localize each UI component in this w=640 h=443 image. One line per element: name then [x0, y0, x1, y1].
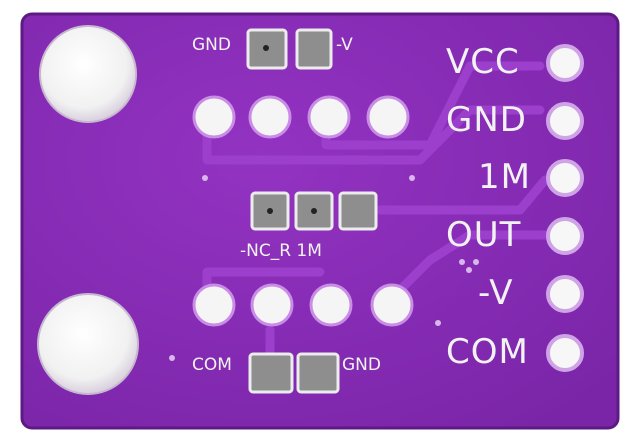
top-solder-jumper — [246, 28, 333, 70]
top-jumper-left-label: GND — [192, 35, 231, 55]
right-header-pins — [546, 44, 584, 372]
vias — [169, 175, 479, 361]
pin-label-minus-v: -V — [478, 273, 514, 313]
pin-label-vcc: VCC — [446, 42, 520, 82]
pin-label-1m: 1M — [478, 157, 531, 197]
middle-solder-jumper — [250, 191, 378, 231]
pin-label-out: OUT — [446, 215, 521, 255]
bottom-jumper-right-label: GND — [342, 355, 381, 375]
mounting-hole-top — [39, 25, 137, 123]
mounting-hole-bottom — [37, 293, 139, 395]
top-header-holes — [192, 95, 410, 139]
bottom-header-holes — [192, 283, 414, 327]
bottom-jumper-left-label: COM — [192, 355, 232, 375]
middle-jumper-label: -NC_R 1M — [240, 241, 322, 261]
pin-label-com: COM — [446, 332, 529, 372]
top-jumper-right-label: -V — [336, 35, 353, 55]
bottom-solder-jumper — [248, 352, 340, 394]
pin-label-gnd: GND — [446, 100, 527, 140]
